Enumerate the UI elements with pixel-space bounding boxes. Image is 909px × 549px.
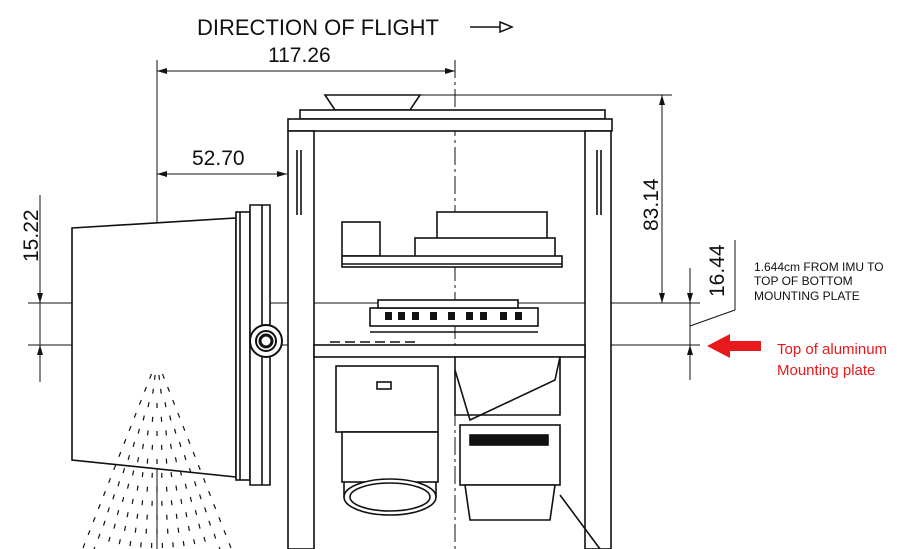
beam-pattern: [82, 373, 232, 549]
right-arrow-icon: [470, 20, 514, 34]
imu-board-components: [385, 312, 522, 320]
right-lower-sensor: [454, 356, 601, 549]
drawing-title: DIRECTION OF FLIGHT: [197, 15, 439, 40]
dimension-label-imu-offset: 16.44: [706, 244, 729, 297]
imu-note-line-1: 1.644cm FROM IMU TO: [754, 260, 884, 274]
imu-note: 1.644cm FROM IMU TO TOP OF BOTTOM MOUNTI…: [754, 260, 884, 303]
dimension-52-70: 52.70: [157, 147, 287, 177]
dimension-label-overall-width: 117.26: [268, 44, 331, 67]
dimension-16-44: 16.44: [687, 240, 736, 380]
imu-note-line-2: TOP OF BOTTOM: [754, 274, 853, 288]
imu-port-icon: [249, 324, 283, 358]
dimension-83-14: 83.14: [420, 94, 672, 303]
dimension-label-left-offset: 15.22: [20, 209, 43, 262]
dimension-label-half-width: 52.70: [192, 147, 245, 170]
main-frame: [287, 94, 613, 549]
dimension-label-height: 83.14: [640, 178, 663, 231]
callout-line-2: Mounting plate: [777, 362, 875, 379]
lens-housing: [71, 204, 271, 486]
red-arrow-icon: [707, 334, 761, 358]
left-lower-sensor: [335, 365, 439, 516]
imu-note-line-3: MOUNTING PLATE: [754, 289, 860, 303]
dimension-15-22: 15.22: [20, 195, 43, 382]
callout-line-1: Top of aluminum: [777, 341, 887, 358]
